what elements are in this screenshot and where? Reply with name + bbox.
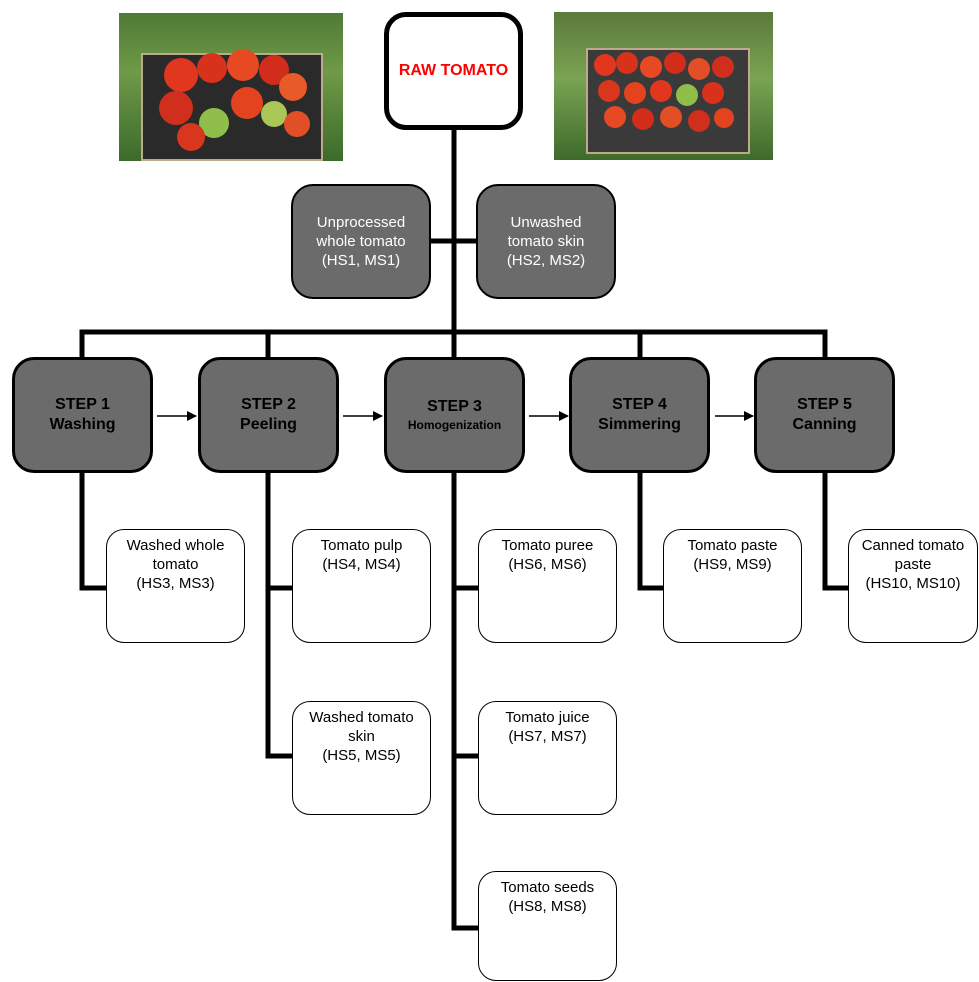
step-4-name: Simmering <box>598 416 681 433</box>
unprocessed-whole-tomato-box: Unprocessed whole tomato (HS1, MS1) <box>291 184 431 299</box>
unwashed-tomato-skin-box: Unwashed tomato skin (HS2, MS2) <box>476 184 616 299</box>
p5-line1: Washed tomato <box>309 709 414 726</box>
product-tomato-puree-box: Tomato puree (HS6, MS6) <box>478 529 617 643</box>
p10-line3: (HS10, MS10) <box>865 575 961 592</box>
unwashed-line3: (HS2, MS2) <box>506 252 586 269</box>
unprocessed-line1: Unprocessed <box>316 214 406 231</box>
p3-line2: tomato <box>152 556 199 573</box>
p3-line1: Washed whole <box>126 537 225 554</box>
step-3-number: STEP 3 <box>427 398 482 415</box>
p6-line1: Tomato puree <box>501 537 594 554</box>
step-1-name: Washing <box>49 416 116 433</box>
p3-line3: (HS3, MS3) <box>136 575 215 592</box>
p9-line1: Tomato paste <box>687 537 778 554</box>
unwashed-line1: Unwashed <box>510 214 582 231</box>
unprocessed-line3: (HS1, MS1) <box>321 252 401 269</box>
step-2-number: STEP 2 <box>241 396 296 413</box>
unwashed-line2: tomato skin <box>507 233 585 250</box>
product-tomato-juice-box: Tomato juice (HS7, MS7) <box>478 701 617 815</box>
product-washed-whole-tomato-box: Washed whole tomato (HS3, MS3) <box>106 529 245 643</box>
step-2-name: Peeling <box>240 416 297 433</box>
step-4-box: STEP 4 Simmering <box>569 357 710 473</box>
p5-line2: skin <box>348 728 375 745</box>
unprocessed-line2: whole tomato <box>316 233 406 250</box>
p5-line3: (HS5, MS5) <box>322 747 401 764</box>
tomato-crate-photo-left <box>119 13 343 161</box>
step-5-name: Canning <box>792 416 857 433</box>
product-tomato-paste-box: Tomato paste (HS9, MS9) <box>663 529 802 643</box>
p10-line1: Canned tomato <box>861 537 965 554</box>
p4-line2: (HS4, MS4) <box>322 556 401 573</box>
step-4-number: STEP 4 <box>612 396 667 413</box>
product-canned-tomato-paste-box: Canned tomato paste (HS10, MS10) <box>848 529 978 643</box>
step-1-box: STEP 1 Washing <box>12 357 153 473</box>
product-tomato-pulp-box: Tomato pulp (HS4, MS4) <box>292 529 431 643</box>
product-tomato-seeds-box: Tomato seeds (HS8, MS8) <box>478 871 617 981</box>
step-3-box: STEP 3 Homogenization <box>384 357 525 473</box>
step-3-name: Homogenization <box>407 418 502 432</box>
p4-line1: Tomato pulp <box>320 537 403 554</box>
p6-line2: (HS6, MS6) <box>508 556 587 573</box>
raw-tomato-label: RAW TOMATO <box>398 62 509 79</box>
p8-line1: Tomato seeds <box>500 879 595 896</box>
step-5-box: STEP 5 Canning <box>754 357 895 473</box>
product-washed-tomato-skin-box: Washed tomato skin (HS5, MS5) <box>292 701 431 815</box>
p7-line2: (HS7, MS7) <box>508 728 587 745</box>
raw-tomato-box: RAW TOMATO <box>384 12 523 130</box>
p9-line2: (HS9, MS9) <box>693 556 772 573</box>
p8-line2: (HS8, MS8) <box>508 898 587 915</box>
step-2-box: STEP 2 Peeling <box>198 357 339 473</box>
step-1-number: STEP 1 <box>55 396 110 413</box>
p7-line1: Tomato juice <box>505 709 590 726</box>
step-5-number: STEP 5 <box>797 396 852 413</box>
tomato-crate-photo-right <box>554 12 773 160</box>
p10-line2: paste <box>894 556 932 573</box>
